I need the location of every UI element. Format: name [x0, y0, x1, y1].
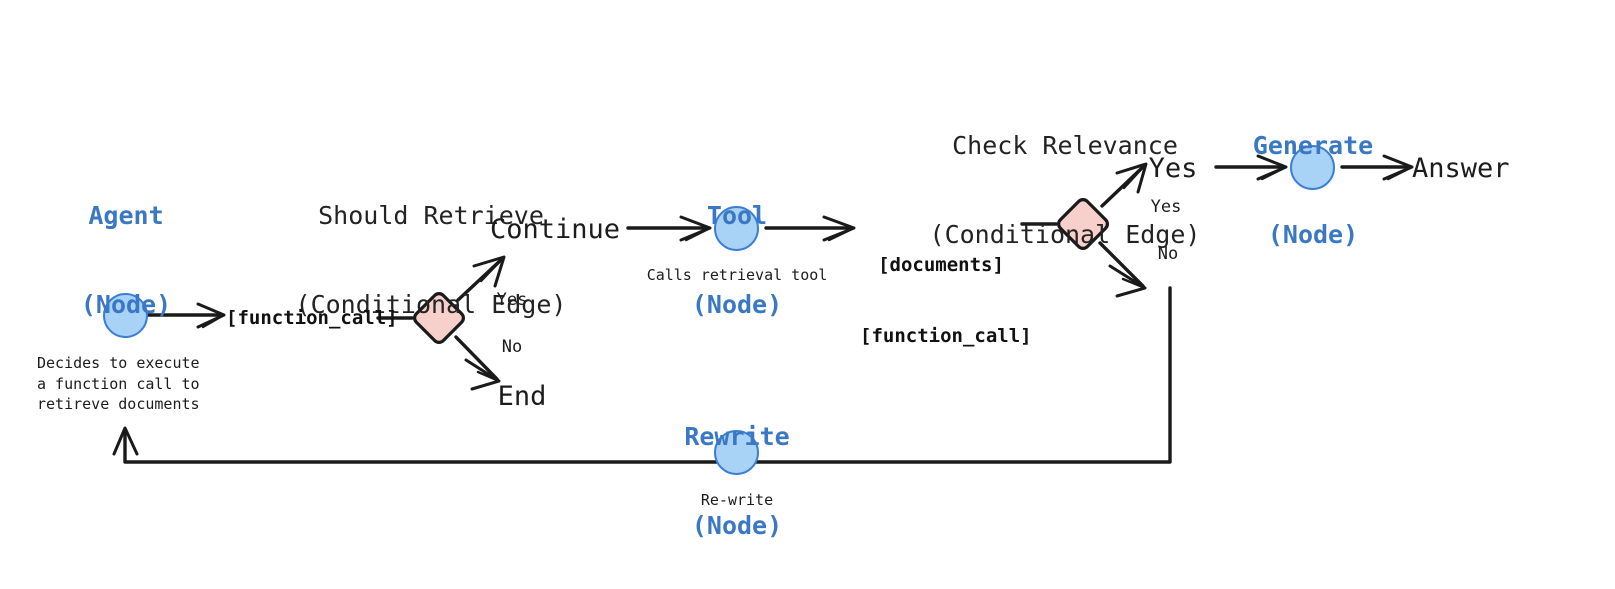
branch-label-check-relevance-yes: Yes: [1150, 197, 1182, 217]
label-relevance-yes: Yes: [1148, 153, 1198, 184]
node-agent-circle[interactable]: [103, 293, 148, 338]
heading-rewrite-line2: (Node): [691, 510, 783, 540]
heading-should-retrieve: Should Retrieve (Conditional Edge): [276, 142, 586, 378]
node-rewrite-circle[interactable]: [714, 430, 759, 475]
caption-tool: Calls retrieval tool: [646, 266, 828, 284]
heading-agent: Agent (Node): [26, 142, 226, 378]
branch-label-check-relevance-no: No: [1157, 244, 1179, 264]
heading-rewrite: Rewrite (Node): [637, 363, 837, 589]
caption-agent: Decides to execute a function call to re…: [37, 354, 200, 414]
heading-tool: Tool (Node): [637, 142, 837, 378]
heading-check-relevance: Check Relevance (Conditional Edge): [910, 72, 1220, 308]
heading-tool-line2: (Node): [691, 289, 783, 319]
token-tool-output: [documents] [function_call]: [860, 206, 1032, 396]
arrowhead-feedback-loop: [112, 426, 139, 456]
heading-agent-line1: Agent: [88, 201, 164, 230]
heading-generate: Generate (Node): [1213, 72, 1413, 308]
token-tool-output-line2: [function_call]: [860, 324, 1032, 347]
label-end: End: [497, 381, 547, 412]
label-answer: Answer: [1412, 153, 1510, 184]
branch-label-should-retrieve-no: No: [501, 337, 523, 357]
decision-should-retrieve[interactable]: [406, 285, 472, 351]
branch-label-should-retrieve-yes: Yes: [496, 290, 528, 310]
decision-check-relevance[interactable]: [1050, 191, 1116, 257]
caption-rewrite: Re-write: [700, 491, 774, 509]
token-tool-output-line1: [documents]: [878, 253, 1004, 276]
token-agent-output: [function_call]: [226, 307, 398, 329]
node-tool-circle[interactable]: [714, 206, 759, 251]
heading-rewrite-line1: Rewrite: [684, 422, 790, 451]
heading-should-retrieve-line1: Should Retrieve: [318, 201, 544, 230]
heading-generate-line1: Generate: [1252, 131, 1374, 160]
heading-should-retrieve-line2: (Conditional Edge): [295, 289, 567, 319]
heading-generate-line2: (Node): [1267, 219, 1359, 249]
node-generate-circle[interactable]: [1290, 145, 1335, 190]
label-continue: Continue: [489, 214, 621, 245]
heading-check-relevance-line2: (Conditional Edge): [929, 219, 1201, 249]
heading-check-relevance-line1: Check Relevance: [952, 131, 1178, 160]
heading-tool-line1: Tool: [706, 201, 768, 230]
heading-agent-line2: (Node): [80, 289, 172, 319]
